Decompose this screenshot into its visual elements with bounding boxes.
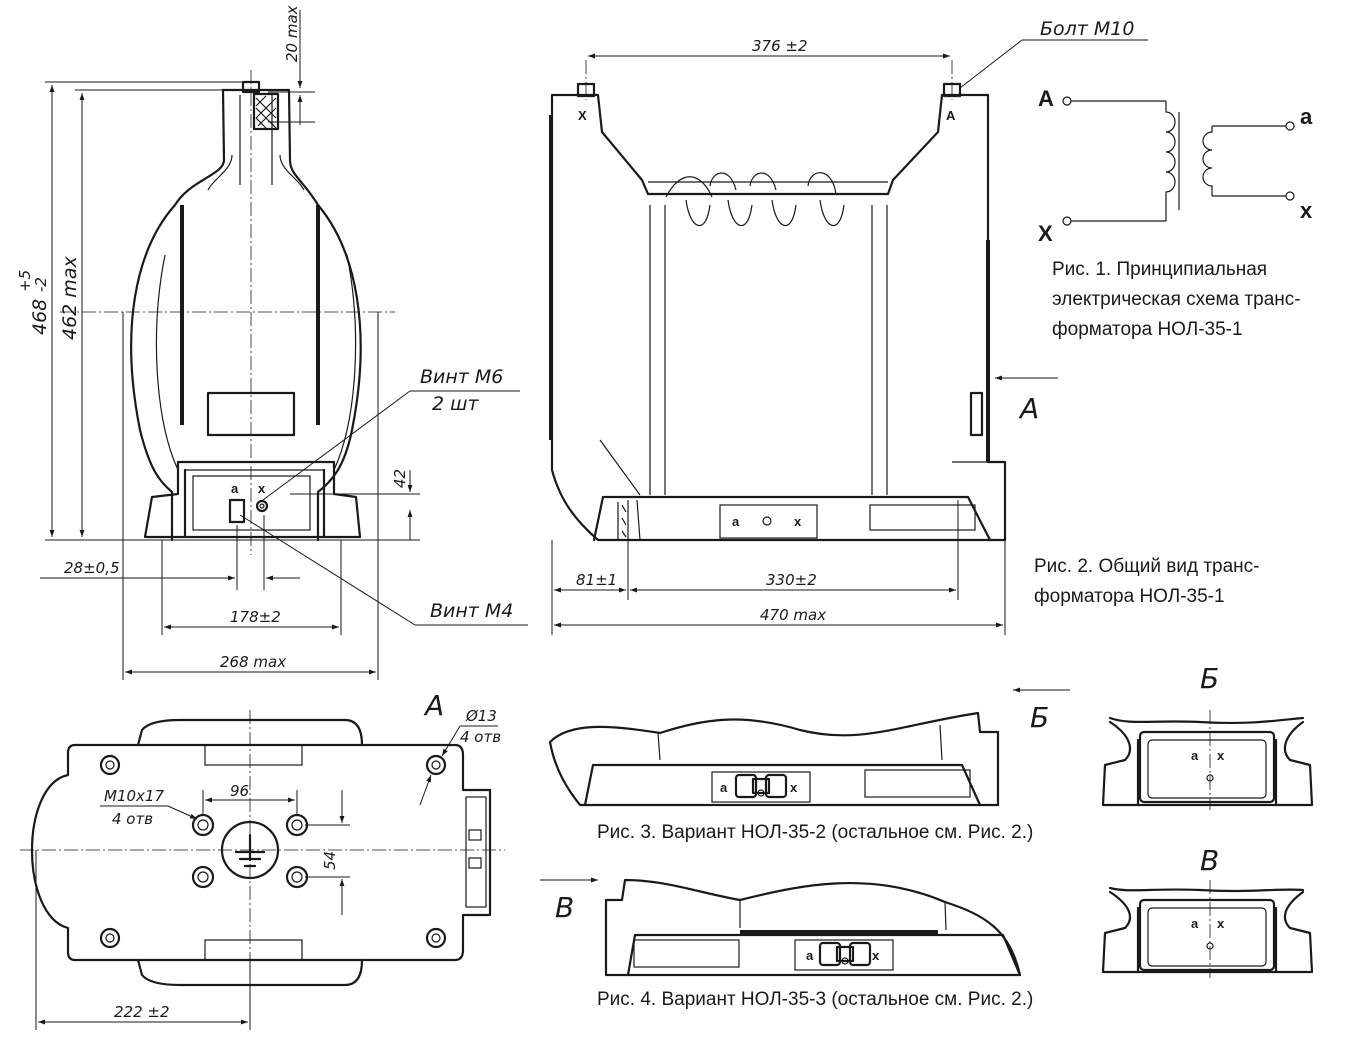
side-view: a x X A 376 ±2 Болт М10 A 81±1 330±2 470… bbox=[549, 18, 1148, 635]
dim-hole-qty: 4 отв bbox=[460, 728, 501, 746]
front-view: a x 468 +5 -2 462 max 20 max 42 28±0,5 1… bbox=[16, 5, 528, 680]
fig3-caption: Рис. 3. Вариант НОЛ-35-2 (остальное см. … bbox=[597, 822, 1034, 843]
dim-top: 20 max bbox=[283, 5, 301, 62]
dim-height-max: 462 max bbox=[59, 256, 81, 340]
view-v-title: В bbox=[1200, 844, 1219, 877]
dim-hole-spacing-y: 54 bbox=[321, 851, 339, 870]
label-screw-m6-qty: 2 шт bbox=[432, 393, 480, 415]
schematic-secondary-end: x bbox=[1300, 198, 1313, 223]
variant-fig3: a x Б bbox=[548, 687, 1070, 807]
fig2-caption-line2: форматора НОЛ-35-1 bbox=[1034, 586, 1225, 607]
fig3-terminal-x: x bbox=[790, 780, 798, 795]
dim-mount: 330±2 bbox=[766, 571, 817, 589]
dim-mount-spacing: 178±2 bbox=[230, 608, 281, 626]
dim-offset: 81±1 bbox=[576, 571, 617, 589]
fig4-terminal-a: a bbox=[806, 948, 814, 963]
plan-view: 96 54 M10x17 4 отв Ø13 4 отв A 222 ±2 bbox=[20, 689, 505, 1030]
fig4-caption: Рис. 4. Вариант НОЛ-35-3 (остальное см. … bbox=[597, 989, 1034, 1010]
label-screw-m4: Винт М4 bbox=[430, 600, 513, 622]
dim-length: 470 max bbox=[760, 606, 826, 624]
view-b-title: Б bbox=[1200, 662, 1219, 695]
label-screw-m6: Винт М6 bbox=[420, 366, 503, 388]
view-v-terminal-a: a bbox=[1191, 916, 1199, 931]
dim-thread: M10x17 bbox=[104, 787, 164, 805]
dim-height-tol-upper: +5 bbox=[16, 270, 34, 292]
side-terminal-A: A bbox=[946, 108, 956, 123]
dim-height-tol-lower: -2 bbox=[32, 277, 50, 292]
label-bolt: Болт М10 bbox=[1040, 18, 1134, 40]
schematic-secondary-start: a bbox=[1300, 104, 1313, 129]
view-v-terminal-x: x bbox=[1217, 916, 1225, 931]
side-terminal-X: X bbox=[578, 108, 587, 123]
schematic-primary-end: X bbox=[1038, 221, 1053, 246]
view-b-arrow-label: Б bbox=[1030, 701, 1049, 734]
variant-fig4: a x В bbox=[540, 877, 1022, 977]
view-b-terminal-x: x bbox=[1217, 748, 1225, 763]
dim-height-total: 468 bbox=[29, 299, 51, 335]
plan-view-marker: A bbox=[423, 689, 444, 722]
fig4-terminal-x: x bbox=[872, 948, 880, 963]
side-plate-x: x bbox=[794, 514, 802, 529]
view-v-arrow-label: В bbox=[555, 891, 574, 924]
view-b: Б a x bbox=[1101, 662, 1314, 810]
dim-hole-spacing-x: 96 bbox=[230, 782, 249, 800]
front-terminal-a: a bbox=[231, 481, 239, 496]
side-view-marker: A bbox=[1018, 392, 1039, 425]
dim-thread-qty: 4 отв bbox=[112, 810, 153, 828]
fig2-caption: Рис. 2. Общий вид транс- форматора НОЛ-3… bbox=[1034, 552, 1260, 612]
schematic-primary-start: A bbox=[1038, 86, 1054, 111]
fig3-terminal-a: a bbox=[720, 780, 728, 795]
mount-holes bbox=[99, 754, 447, 949]
view-v: В a x bbox=[1101, 844, 1314, 978]
fig1-caption-line3: форматора НОЛ-35-1 bbox=[1052, 319, 1243, 340]
front-terminal-x: x bbox=[258, 481, 266, 496]
schematic: A X a x bbox=[1038, 86, 1313, 246]
view-b-terminal-a: a bbox=[1191, 748, 1199, 763]
fig1-caption-line2: электрическая схема транс- bbox=[1052, 289, 1301, 310]
dim-terminal-spacing: 376 ±2 bbox=[752, 37, 808, 55]
side-plate-a: a bbox=[732, 514, 740, 529]
fig2-caption-line1: Рис. 2. Общий вид транс- bbox=[1034, 556, 1260, 577]
dim-hole-dia: Ø13 bbox=[465, 707, 497, 725]
dim-plan-offset: 222 ±2 bbox=[114, 1003, 170, 1021]
dim-width: 268 max bbox=[220, 653, 286, 671]
dim-base-height: 42 bbox=[391, 469, 409, 488]
dim-terminal-offset: 28±0,5 bbox=[64, 559, 120, 577]
fig1-caption-line1: Рис. 1. Принципиальная bbox=[1052, 259, 1268, 280]
fig1-caption: Рис. 1. Принципиальная электрическая схе… bbox=[1052, 255, 1301, 345]
